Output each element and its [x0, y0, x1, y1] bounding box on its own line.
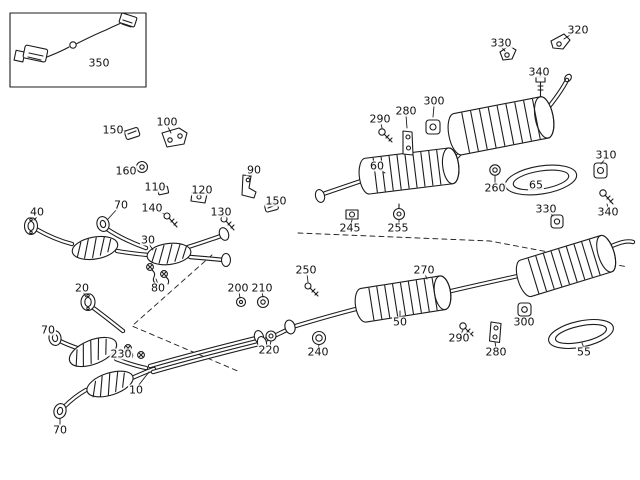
flange-60-inlet [314, 189, 326, 203]
bracket-320 [550, 33, 571, 50]
front-pipe-assembly-lower [48, 292, 296, 419]
hanger-cluster-lower [459, 302, 532, 344]
ring-200 [235, 296, 247, 308]
rear-muffler-lower [515, 234, 617, 298]
center-muffler-assembly [314, 147, 501, 221]
heat-shield-65 [504, 164, 578, 196]
clamp-245 [345, 209, 359, 220]
flange-20 [80, 292, 96, 312]
clamp-150-a [124, 127, 141, 140]
bolt-250 [304, 282, 319, 297]
main-muffler-assembly [354, 275, 452, 323]
catalytic-converter-3 [68, 336, 118, 368]
hanger-300-bottom [517, 302, 532, 317]
front-pipe-assembly-upper [23, 216, 232, 285]
bracket-280-bottom [488, 321, 502, 344]
hardware-cluster-upper [124, 127, 279, 231]
ring-240 [311, 330, 327, 346]
bolt-130 [220, 215, 235, 231]
leader-lines [33, 32, 609, 426]
hanger-300-top [425, 119, 441, 135]
ring-220 [265, 330, 277, 342]
rear-muffler-upper [378, 33, 614, 229]
ring-210 [256, 295, 270, 309]
bracket-110 [157, 185, 170, 196]
main-muffler-body [354, 275, 452, 323]
hanger-330-mid [550, 214, 564, 229]
center-muffler-body [358, 147, 460, 195]
bolt-340-top [535, 76, 546, 97]
bracket-280-top [402, 130, 414, 156]
clamp-255 [392, 203, 406, 221]
hanger-310 [593, 162, 608, 179]
catalytic-converter-1 [71, 235, 119, 261]
bracket-100 [161, 127, 188, 148]
catalytic-converter-4 [86, 370, 134, 398]
bolt-290-bottom [459, 322, 474, 337]
flange-40 [23, 216, 39, 236]
ring-160 [135, 160, 149, 174]
rear-muffler-upper-body [447, 96, 555, 156]
bolt-340-right [599, 189, 614, 205]
bracket-90 [241, 174, 257, 199]
bolt-290-top [378, 128, 393, 143]
catalytic-converter-2 [146, 242, 192, 266]
heat-shield-55 [548, 319, 614, 349]
flange-70-c [53, 403, 67, 419]
spring-bolts-80 [146, 263, 170, 285]
tailpipe-tip [564, 73, 572, 83]
oxygen-sensor-inset [9, 12, 147, 88]
gasket-260 [489, 164, 501, 176]
outlet-flanges-upper [218, 227, 232, 268]
oxygen-sensor [13, 12, 138, 63]
flange-70-a [96, 216, 110, 232]
rear-muffler-lower-body [515, 234, 617, 298]
bolt-140 [163, 212, 178, 228]
spring-bolts-230 [124, 344, 145, 359]
clamp-150-b [264, 201, 279, 213]
